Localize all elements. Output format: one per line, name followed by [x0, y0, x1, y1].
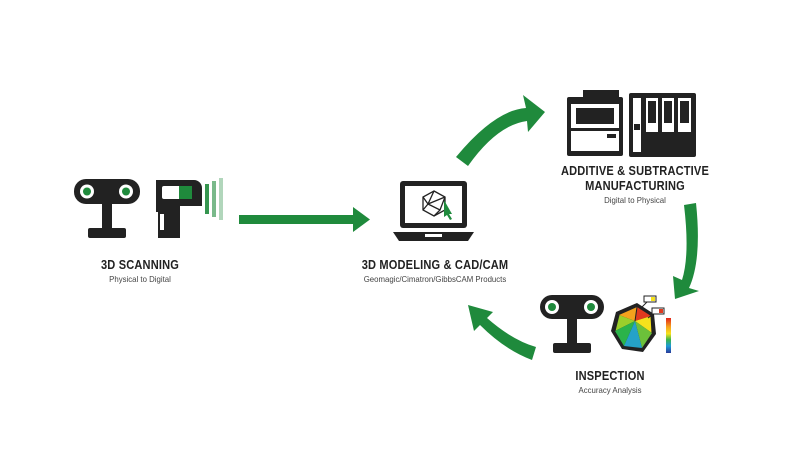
manufacturing-to-inspection-arrow [673, 203, 699, 299]
model-to-manufacturing-arrow [456, 95, 545, 166]
handheld-scanner-icon [156, 180, 202, 238]
modeling-subtitle: Geomagic/Cimatron/GibbsCAM Products [363, 274, 507, 284]
polyhedron-model-icon [422, 190, 446, 217]
additive-printer-icon [567, 90, 623, 156]
scanning-label: 3D SCANNING Physical to Digital [70, 257, 210, 284]
callout-flags-icon [639, 295, 665, 319]
inspection-title: INSPECTION [575, 368, 645, 383]
scanning-title: 3D SCANNING [100, 257, 179, 272]
inspection-subtitle: Accuracy Analysis [578, 385, 642, 395]
manufacturing-subtitle: Digital to Physical [604, 195, 666, 205]
manufacturing-title-line1: ADDITIVE & SUBTRACTIVE [560, 163, 710, 178]
inspection-to-model-arrow [468, 305, 536, 360]
cursor-arrow-icon [444, 200, 452, 220]
modeling-label: 3D MODELING & CAD/CAM Geomagic/Cimatron/… [330, 257, 540, 284]
scan-to-model-arrow [239, 207, 370, 232]
subtractive-machine-icon [629, 93, 696, 157]
scanning-subtitle: Physical to Digital [109, 274, 171, 284]
inspection-label: INSPECTION Accuracy Analysis [545, 368, 675, 395]
manufacturing-title-line2: MANUFACTURING [585, 178, 685, 193]
manufacturing-label: ADDITIVE & SUBTRACTIVE MANUFACTURING Dig… [545, 163, 725, 205]
deviation-colormap-model-icon [611, 303, 656, 352]
inspection-scanner-icon [540, 295, 604, 353]
desktop-scanner-icon [74, 179, 140, 238]
scan-beam-icon [205, 178, 223, 220]
color-scale-bar-icon [666, 318, 671, 353]
modeling-title: 3D MODELING & CAD/CAM [361, 257, 509, 272]
laptop-icon [393, 181, 474, 241]
